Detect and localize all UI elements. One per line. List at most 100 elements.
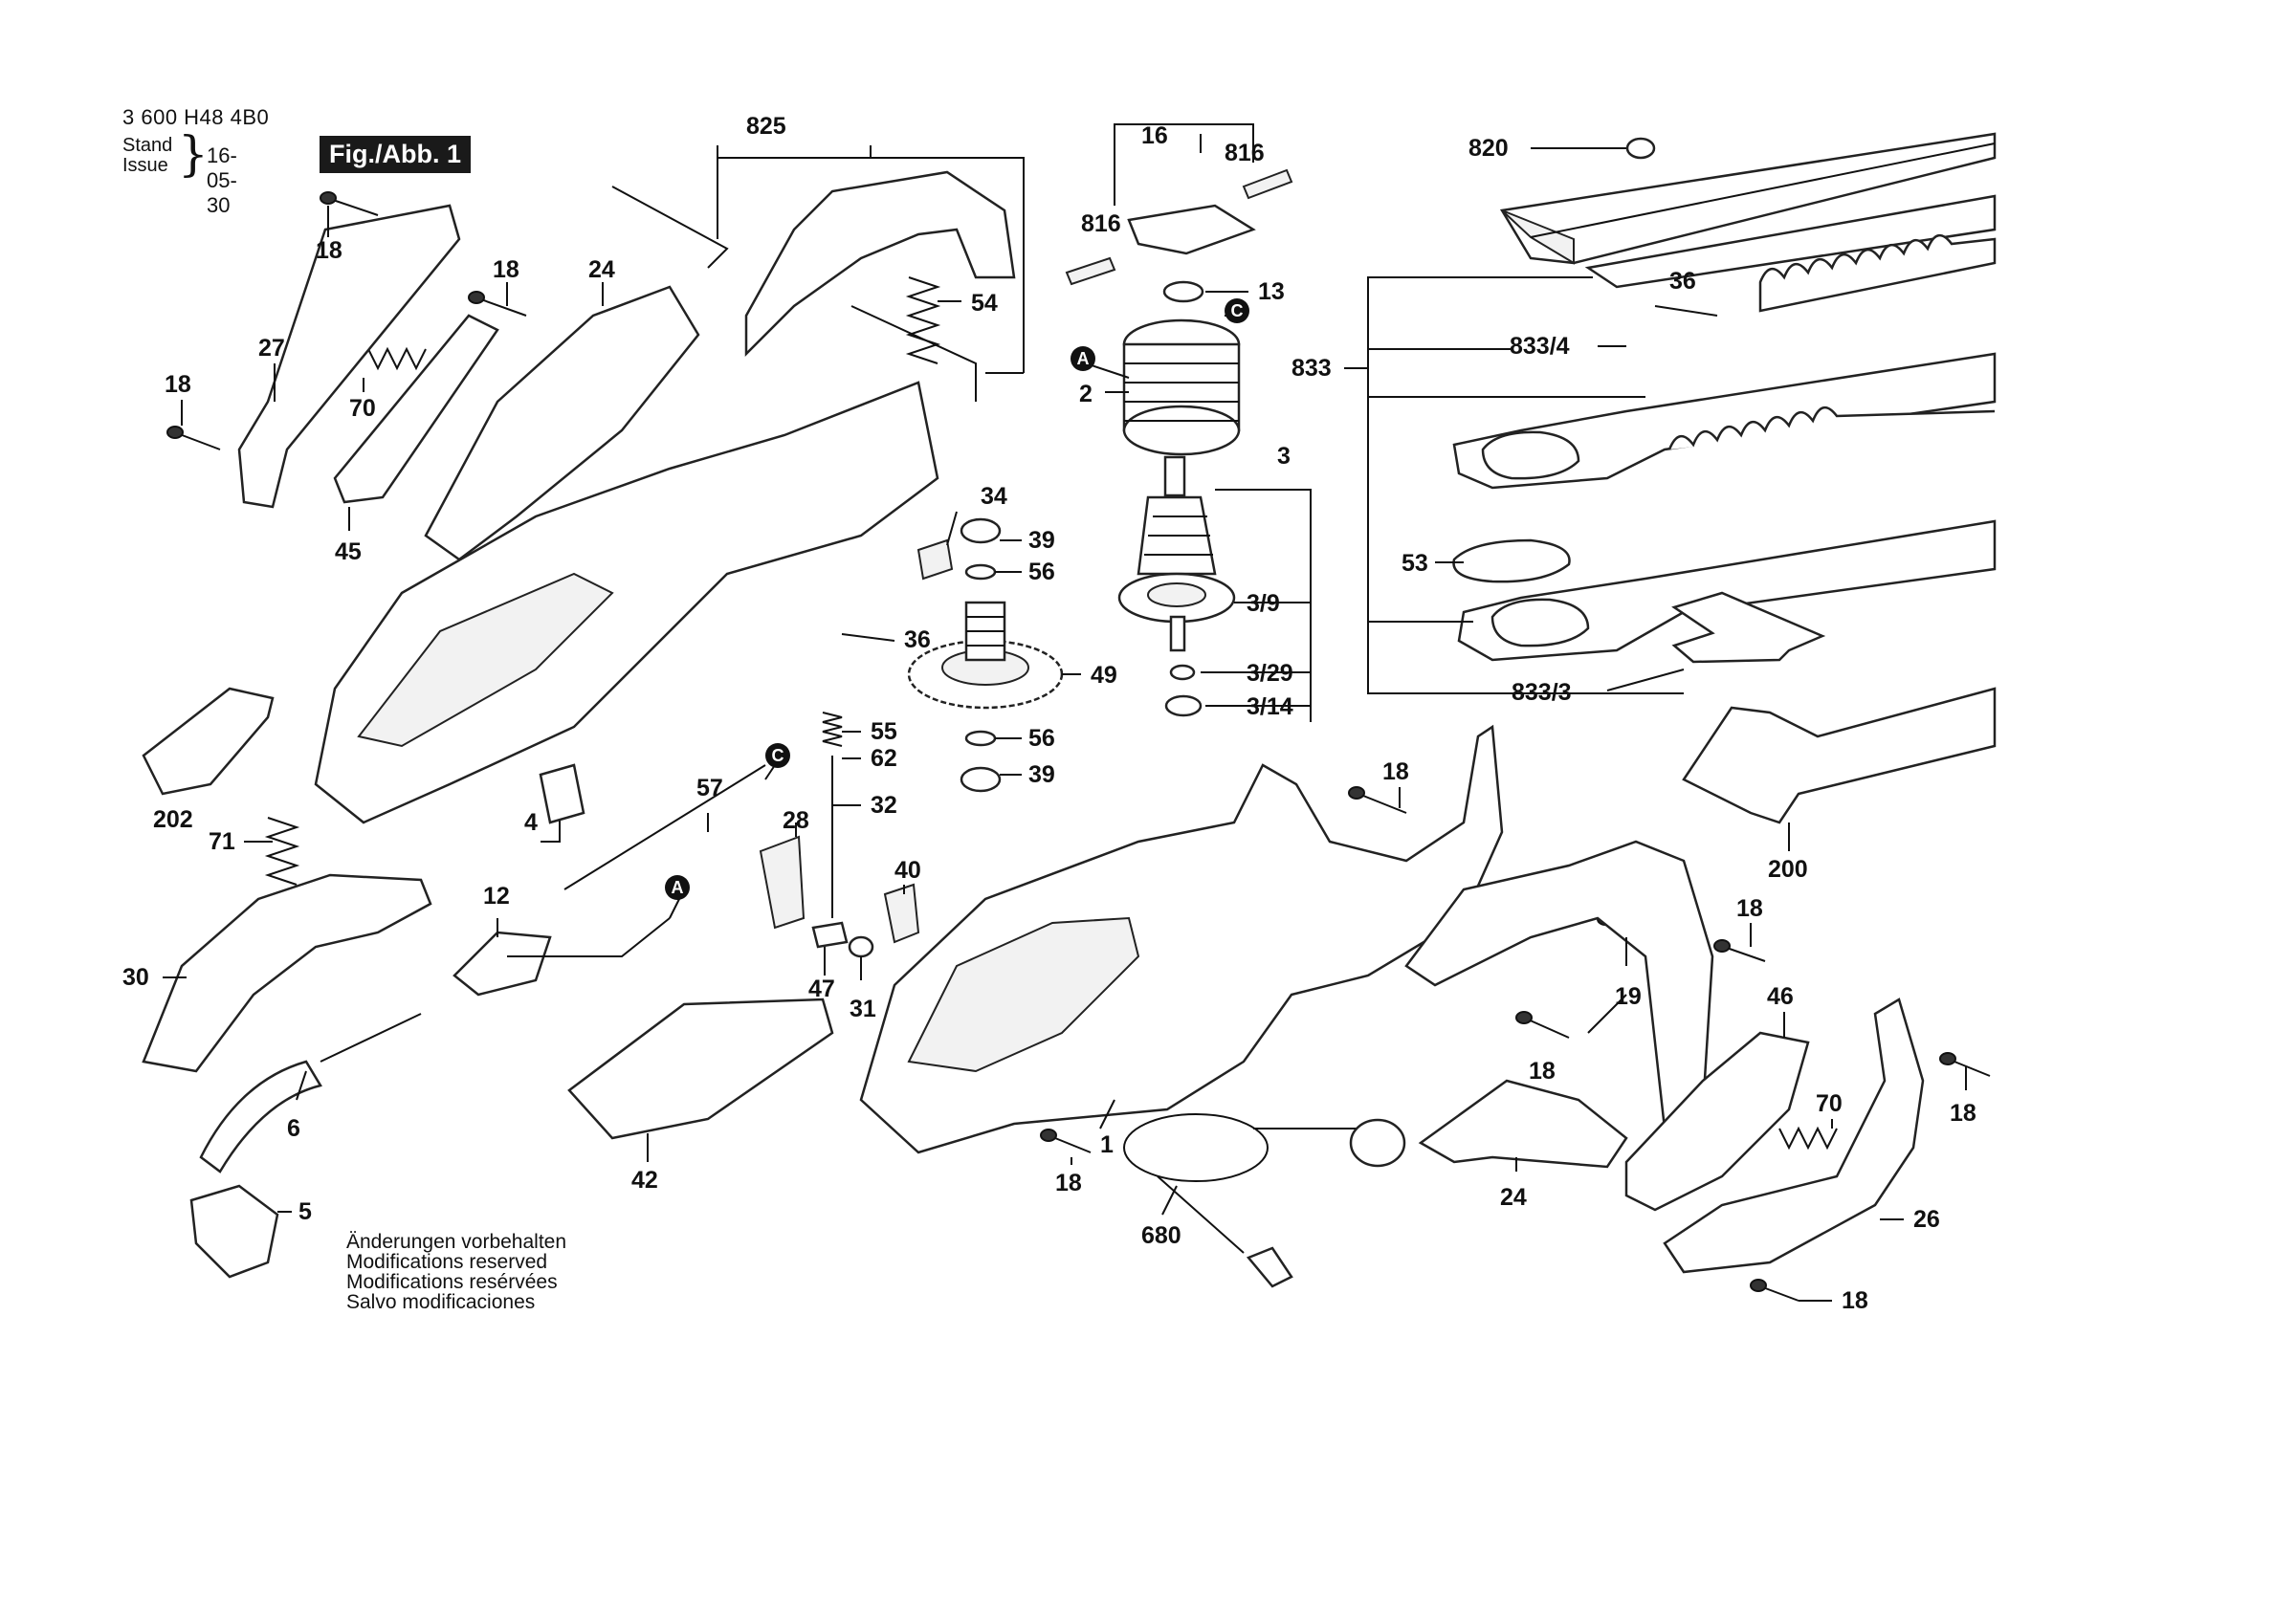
label-833: 833	[1292, 355, 1332, 382]
switch-12	[453, 931, 552, 997]
label-18-b: 18	[493, 256, 519, 283]
cable-wire-6	[320, 1013, 422, 1063]
cable-holder-202	[142, 687, 275, 796]
handle-grip-30	[142, 873, 432, 1073]
handle-part-27	[237, 204, 461, 509]
label-3-29: 3/29	[1247, 660, 1293, 687]
label-47: 47	[808, 976, 835, 1002]
label-18-e: 18	[1736, 895, 1763, 922]
label-5: 5	[298, 1198, 312, 1225]
label-27: 27	[258, 335, 285, 362]
part-28	[759, 835, 806, 930]
cutting-blade-upper	[1584, 194, 1997, 313]
cable-57	[563, 764, 766, 890]
issue-label: Issue	[122, 155, 168, 176]
main-housing-1	[859, 724, 1504, 1154]
blade-guard-rail	[1499, 132, 1997, 265]
pressure-plate	[1452, 538, 1571, 583]
housing-inner	[357, 572, 614, 748]
label-816-left: 816	[1081, 210, 1121, 237]
plug-5	[189, 1184, 279, 1279]
label-19: 19	[1615, 983, 1642, 1010]
spring-70-top	[367, 346, 427, 371]
label-36-top: 36	[1669, 268, 1696, 295]
figure-label: Fig./Abb. 1	[320, 136, 471, 173]
housing-half-left	[314, 381, 939, 824]
label-55: 55	[871, 718, 897, 745]
label-39-top: 39	[1028, 527, 1055, 554]
spring-71	[264, 817, 300, 886]
armature	[1117, 455, 1236, 652]
label-18-d: 18	[1382, 758, 1409, 785]
brush-holder	[1065, 168, 1293, 286]
cutting-blade-lower	[1452, 352, 1997, 662]
label-24-bottom: 24	[1500, 1184, 1527, 1211]
label-30: 30	[122, 964, 149, 991]
washer-3-29	[1169, 664, 1196, 681]
svg-text:C: C	[1231, 301, 1244, 320]
washer-56-bottom	[964, 730, 997, 747]
switch-rod-bottom	[850, 305, 977, 402]
label-42: 42	[631, 1167, 658, 1194]
label-13: 13	[1258, 278, 1285, 305]
label-6: 6	[287, 1115, 300, 1142]
leader-lines	[163, 123, 1967, 1302]
reference-marker-c-mid: C	[765, 743, 790, 768]
bearing-13	[1162, 280, 1204, 303]
label-12: 12	[483, 883, 510, 910]
main-housing-window	[907, 916, 1140, 1073]
switch-4	[539, 763, 585, 824]
label-24-top: 24	[588, 256, 615, 283]
reference-marker-a-top: A	[1071, 346, 1095, 371]
note-french: Modifications resérvées	[346, 1271, 558, 1293]
label-70-bottom: 70	[1816, 1090, 1843, 1117]
label-71: 71	[209, 828, 235, 855]
label-34: 34	[981, 483, 1007, 510]
power-cable-680	[1123, 1113, 1269, 1182]
label-3-9: 3/9	[1247, 590, 1280, 617]
bearing-39-top	[960, 517, 1002, 544]
label-2: 2	[1079, 381, 1093, 407]
spring-70-bottom	[1778, 1126, 1838, 1151]
reference-marker-a-mid: A	[665, 875, 690, 900]
label-31: 31	[850, 996, 876, 1022]
label-28: 28	[783, 807, 809, 834]
stator	[1122, 318, 1241, 456]
label-3: 3	[1277, 443, 1291, 470]
label-3-14: 3/14	[1247, 693, 1293, 720]
bearing-39-bottom	[960, 766, 1002, 793]
label-36-mid: 36	[904, 626, 931, 653]
brace-icon: }	[178, 126, 209, 182]
label-46: 46	[1767, 983, 1794, 1010]
part-labels: 825 16 816 816 820 18 18 24 27 70 18 45 …	[122, 113, 1976, 1314]
spring-55	[822, 712, 843, 747]
label-26: 26	[1913, 1206, 1940, 1233]
guard-24-lower	[1418, 1079, 1628, 1169]
base-plate-42	[567, 998, 834, 1140]
document-number: 3 600 H48 4B0	[122, 105, 270, 129]
label-32: 32	[871, 792, 897, 819]
blade-slider	[1671, 591, 1826, 664]
guard-plate-26	[1663, 998, 1925, 1274]
cable-a	[507, 917, 671, 957]
part-47	[811, 921, 849, 949]
svg-text:A: A	[1077, 349, 1090, 368]
part-31	[848, 935, 874, 958]
svg-text:C: C	[772, 746, 784, 765]
label-49: 49	[1091, 662, 1117, 689]
label-18-c: 18	[165, 371, 191, 398]
note-german: Änderungen vorbehalten	[346, 1231, 567, 1253]
label-18-g: 18	[1950, 1100, 1976, 1127]
label-70-top: 70	[349, 395, 376, 422]
label-53: 53	[1402, 550, 1428, 577]
label-16: 16	[1141, 122, 1168, 149]
washer-56-top	[964, 563, 997, 581]
modification-notes: Änderungen vorbehalten Modifications res…	[346, 1232, 566, 1312]
label-202: 202	[153, 806, 193, 833]
issue-date: 16-05-30	[207, 143, 237, 217]
label-200: 200	[1768, 856, 1808, 883]
reference-marker-c-top: C	[1225, 298, 1249, 323]
label-825: 825	[746, 113, 786, 140]
label-54: 54	[971, 290, 998, 317]
